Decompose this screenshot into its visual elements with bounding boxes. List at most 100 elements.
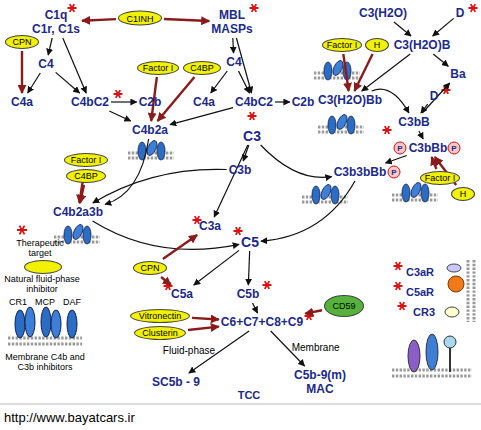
pathway-arrow [111, 101, 137, 102]
node-text: C3bBb [409, 141, 448, 155]
node-text: Factor I [327, 40, 358, 50]
pathway-arrow [362, 54, 410, 91]
inhibitor-oval: H [365, 38, 389, 52]
node-text: CD59 [332, 301, 355, 311]
molecule-node: C6+C7+C8+C9 [221, 315, 303, 329]
node-text: C4BP [190, 63, 214, 73]
node-text: C3(H2O)B [394, 38, 451, 52]
pathway-arrow [386, 156, 407, 163]
inhibition-arrow [188, 327, 219, 330]
node-text: C4a [11, 95, 33, 109]
node-text: H [374, 40, 381, 50]
node-text: C1r, C1s [32, 22, 80, 36]
inhibition-arrow [343, 54, 348, 91]
node-text: Ba [450, 67, 465, 81]
membrane-icon [314, 59, 360, 80]
node-text: C1q [32, 8, 80, 22]
inhibition-arrow [192, 318, 219, 320]
inhibitor-oval: Factor I [322, 38, 362, 52]
pathway-arrow [261, 145, 332, 177]
molecule-node: MBLMASPs [211, 8, 252, 36]
legend-text: Natural fluid-phase inhibitor [0, 274, 84, 294]
node-text: Clusterin [142, 328, 178, 338]
inhibitor-oval: Clusterin [134, 326, 186, 340]
node-text: C5a [171, 287, 193, 301]
molecule-node: C4b2a3b [53, 205, 103, 219]
inhibition-arrow [80, 185, 84, 203]
pathway-arrow [48, 38, 52, 55]
node-text: C4BP [74, 171, 98, 181]
molecule-node: C4b2a [132, 123, 168, 137]
molecule-node: C3(H2O)B [394, 38, 451, 52]
node-text: SC5b - 9 [152, 375, 200, 389]
node-text: MBL [211, 8, 252, 22]
node-text: C5b [237, 287, 260, 301]
node-text: MASPs [211, 22, 252, 36]
node-text: MAC [294, 382, 346, 396]
text-label: DAF [63, 297, 81, 307]
molecule-node: C2b [139, 95, 162, 109]
pathway-arrow [394, 22, 411, 36]
node-text: C4 [38, 57, 53, 71]
node-text: C5b-9(m) [294, 368, 346, 382]
node-text: C3 [243, 129, 261, 143]
membrane-icon [128, 139, 174, 160]
target-asterisk [469, 4, 478, 12]
pathway-arrow [211, 71, 228, 93]
inhibitor-oval: C1INH [118, 11, 162, 26]
text-label: CR3 [413, 306, 435, 318]
inhibitor-oval: Vitronectin [130, 309, 190, 323]
inhibition-arrow [158, 77, 195, 121]
receptor-icon [445, 260, 474, 322]
molecule-node: C4 [226, 55, 241, 69]
inhibitor-oval: C4BP [66, 169, 106, 183]
pathway-arrow [194, 250, 239, 285]
node-text: Vitronectin [139, 311, 181, 321]
inhibitor-oval: CPN [133, 261, 167, 275]
node-text: C2b [292, 95, 315, 109]
node-text: C4 [226, 55, 241, 69]
inhibitor-oval: Factor I [137, 61, 179, 75]
molecule-node: C2b [292, 95, 315, 109]
inhibitor-oval: CD59 [324, 295, 364, 317]
properdin-badge: P [394, 142, 407, 155]
inhibition-arrow [164, 19, 209, 21]
molecule-node: C3(H2O) [359, 6, 407, 20]
properdin-badge: P [388, 166, 401, 179]
molecule-node: D [430, 89, 439, 103]
pathway-arrow [170, 108, 233, 125]
pathway-arrow [275, 101, 290, 102]
inhibitor-oval: Factor I [64, 153, 108, 167]
pathway-arrow [433, 18, 454, 36]
watermark-url: http://www.bayatcars.ir [4, 410, 135, 425]
inhibition-arrow [161, 277, 171, 285]
inhibitor-oval: CPN [5, 35, 39, 49]
molecule-node: C3(H2O)Bb [318, 93, 382, 107]
inhibitor-oval: H [451, 187, 475, 201]
pathway-arrow [28, 73, 41, 93]
target-asterisk [394, 262, 403, 270]
pathway-arrow [253, 303, 258, 313]
pathway-arrow [232, 38, 234, 53]
legend-asterisk [17, 226, 27, 235]
node-text: D [430, 89, 439, 103]
node-text: C3a [199, 219, 221, 233]
inhibition-arrow [163, 235, 197, 259]
node-text: D [456, 6, 465, 20]
target-asterisk [383, 126, 392, 134]
molecule-node: Ba [450, 67, 465, 81]
pathway-arrow [93, 169, 227, 203]
node-text: Factor I [143, 63, 174, 73]
molecule-node: C3b [229, 163, 252, 177]
pathway-arrow [63, 38, 86, 93]
node-text: C4bC2 [71, 95, 109, 109]
molecule-node: C1qC1r, C1s [32, 8, 80, 36]
membrane-icon [318, 113, 364, 134]
text-label: C3aR [406, 266, 434, 278]
inhibition-arrow [21, 51, 23, 93]
molecule-node: C5b [237, 287, 260, 301]
molecule-node: SC5b - 9 [152, 375, 200, 389]
target-asterisk [234, 227, 243, 235]
membrane-illustration [392, 334, 472, 376]
inhibitor-oval: C4BP [183, 61, 221, 75]
